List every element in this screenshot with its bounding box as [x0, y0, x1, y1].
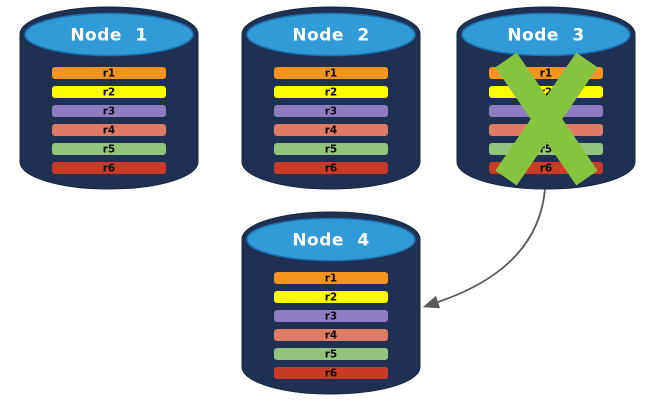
- record-bar-r6: [274, 162, 388, 174]
- record-list: r1 r2 r3 r4 r5 r6: [274, 272, 388, 380]
- record-bar-r6: [274, 367, 388, 379]
- record-bar-r2: [274, 86, 388, 98]
- record-label-r4: r4: [325, 125, 337, 137]
- record-label-r1: r1: [103, 68, 115, 80]
- record-bar-r5: [52, 143, 166, 155]
- record-bar-r1: [274, 67, 388, 79]
- record-label-r6: r6: [325, 163, 337, 175]
- record-label-r4: r4: [103, 125, 115, 137]
- record-bar-r4: [274, 124, 388, 136]
- record-label-r3: r3: [103, 106, 115, 118]
- node-2: Node 2 r1 r2 r3 r4 r5 r6: [241, 6, 421, 190]
- node-1: Node 1 r1 r2 r3 r4 r5 r6: [19, 6, 199, 190]
- record-label-r5: r5: [325, 144, 337, 156]
- record-label-r5: r5: [103, 144, 115, 156]
- replication-arrow: [422, 188, 546, 309]
- record-list: r1 r2 r3 r4 r5 r6: [274, 67, 388, 175]
- record-bar-r2: [274, 291, 388, 303]
- record-label-r6: r6: [103, 163, 115, 175]
- record-label-r4: r4: [325, 330, 337, 342]
- record-label-r2: r2: [325, 292, 337, 304]
- database-cylinder-top: [24, 12, 194, 57]
- cross-stroke-2: [495, 52, 598, 186]
- database-cylinder-top: [246, 217, 416, 262]
- record-bar-r3: [52, 105, 166, 117]
- record-label-r3: r3: [325, 311, 337, 323]
- record-bar-r6: [52, 162, 166, 174]
- record-bar-r3: [274, 105, 388, 117]
- node-title: Node 3: [507, 26, 584, 46]
- database-cylinder-top: [461, 12, 631, 57]
- record-label-r1: r1: [325, 68, 337, 80]
- record-bar-r4: [274, 329, 388, 341]
- failure-cross-icon: [495, 52, 598, 186]
- record-label-r3: r3: [325, 106, 337, 118]
- record-label-r6: r6: [325, 368, 337, 380]
- record-bar-r1: [274, 272, 388, 284]
- record-label-r2: r2: [103, 87, 115, 99]
- record-label-r2: r2: [325, 87, 337, 99]
- record-label-r6: r6: [540, 163, 552, 175]
- arrow-head-icon: [422, 295, 441, 309]
- arrow-curve: [437, 188, 546, 303]
- database-cylinder-top: [246, 12, 416, 57]
- record-label-r1: r1: [325, 273, 337, 285]
- record-list: r1 r2 r3 r4 r5 r6: [52, 67, 166, 175]
- node-title: Node 2: [292, 26, 369, 46]
- record-label-r1: r1: [540, 68, 552, 80]
- node-4: Node 4 r1 r2 r3 r4 r5 r6: [241, 211, 421, 395]
- record-bar-r1: [52, 67, 166, 79]
- record-label-r5: r5: [325, 349, 337, 361]
- record-bar-r5: [274, 348, 388, 360]
- record-bar-r4: [52, 124, 166, 136]
- record-bar-r2: [52, 86, 166, 98]
- record-bar-r3: [274, 310, 388, 322]
- node-title: Node 1: [70, 26, 147, 46]
- record-bar-r5: [274, 143, 388, 155]
- node-title: Node 4: [292, 231, 369, 251]
